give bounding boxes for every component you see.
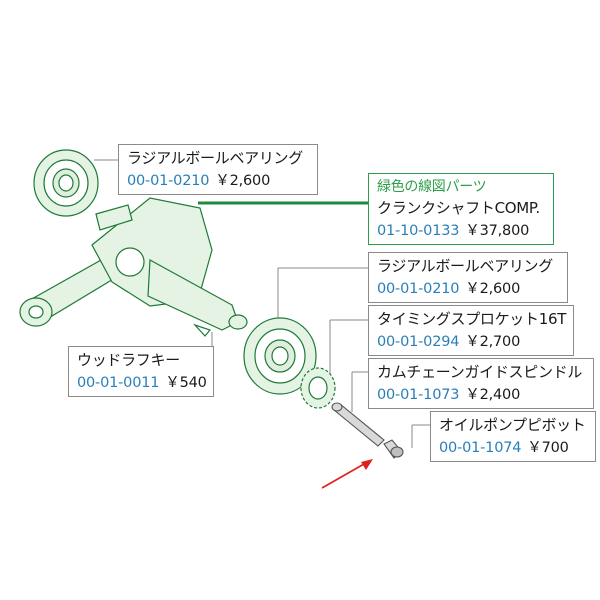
part-name: ウッドラフキー xyxy=(77,351,180,369)
part-label-radial-bearing-right: ラジアルボールベアリング 00-01-0210 ￥2,600 xyxy=(368,252,568,303)
part-code: 00-01-1074 xyxy=(439,440,522,456)
part-name: ラジアルボールベアリング xyxy=(377,257,553,275)
part-price: ￥2,400 xyxy=(465,387,521,403)
crankshaft-drawing xyxy=(19,197,248,337)
part-price: ￥37,800 xyxy=(465,223,530,239)
spindle-drawing xyxy=(331,402,385,447)
part-label-crankshaft: 緑色の線図パーツ クランクシャフトCOMP. 01-10-0133 ￥37,800 xyxy=(368,173,554,245)
part-price: ￥2,600 xyxy=(215,173,271,189)
left-bearing-drawing xyxy=(33,149,99,217)
part-code: 00-01-0011 xyxy=(77,375,160,391)
part-label-oil-pump-pivot: オイルポンプピボット 00-01-1074 ￥700 xyxy=(430,411,596,462)
part-name: クランクシャフトCOMP. xyxy=(377,199,540,217)
part-code: 00-01-1073 xyxy=(377,387,460,403)
part-name: ラジアルボールベアリング xyxy=(127,149,303,167)
part-name: タイミングスプロケット16T xyxy=(377,310,567,328)
part-code: 00-01-0210 xyxy=(127,173,210,189)
part-note: 緑色の線図パーツ xyxy=(377,179,487,195)
part-code: 01-10-0133 xyxy=(377,223,460,239)
part-code: 00-01-0210 xyxy=(377,281,460,297)
sprocket-drawing xyxy=(300,367,336,409)
right-bearing-drawing xyxy=(243,317,317,395)
part-price: ￥540 xyxy=(165,375,207,391)
part-label-woodruff-key: ウッドラフキー 00-01-0011 ￥540 xyxy=(68,346,214,397)
part-price: ￥700 xyxy=(527,440,569,456)
part-name: オイルポンプピボット xyxy=(439,416,586,434)
part-price: ￥2,600 xyxy=(465,281,521,297)
part-code: 00-01-0294 xyxy=(377,334,460,350)
pivot-drawing xyxy=(383,439,404,459)
red-arrow-icon xyxy=(321,459,373,489)
part-name: カムチェーンガイドスピンドル xyxy=(377,363,583,381)
part-label-cam-chain-guide-spindle: カムチェーンガイドスピンドル 00-01-1073 ￥2,400 xyxy=(368,358,594,409)
part-price: ￥2,700 xyxy=(465,334,521,350)
part-label-radial-bearing-left: ラジアルボールベアリング 00-01-0210 ￥2,600 xyxy=(118,144,318,195)
part-label-timing-sprocket: タイミングスプロケット16T 00-01-0294 ￥2,700 xyxy=(368,305,574,356)
